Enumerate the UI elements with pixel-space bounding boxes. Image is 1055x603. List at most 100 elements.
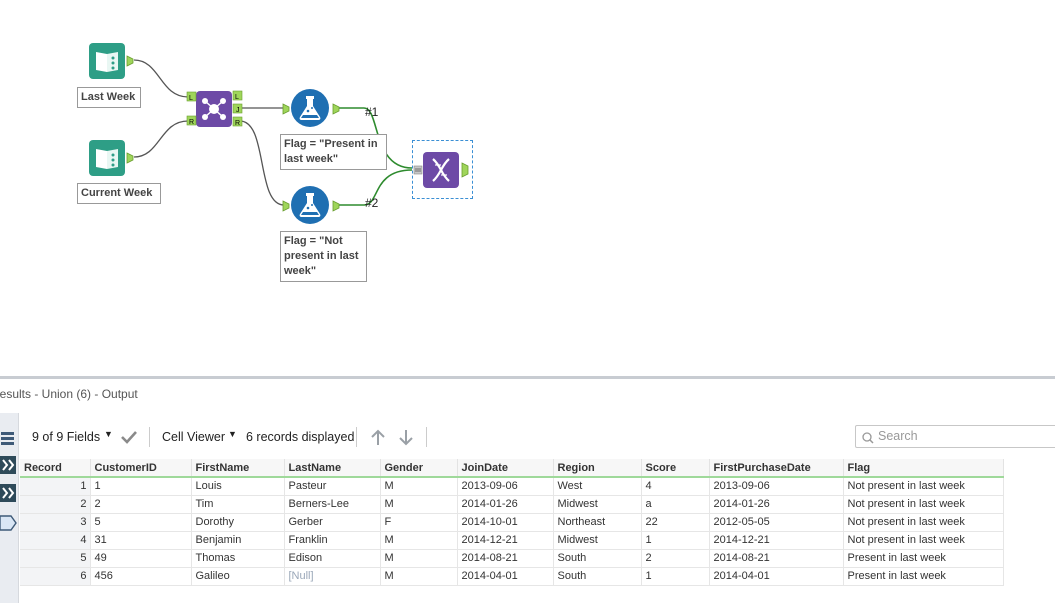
table-cell[interactable]: 4 [641,477,710,496]
table-cell[interactable]: M [380,477,458,496]
record-number[interactable]: 3 [20,513,91,532]
table-cell[interactable]: Berners-Lee [284,495,381,514]
column-header[interactable]: FirstPurchaseDate [709,459,844,478]
record-number[interactable]: 5 [20,549,91,568]
table-cell[interactable]: M [380,495,458,514]
join-tool[interactable]: L R L J R [186,89,246,129]
table-cell[interactable]: South [553,567,642,586]
table-cell[interactable]: Midwest [553,531,642,550]
table-cell[interactable]: M [380,549,458,568]
table-cell[interactable]: Present in last week [843,567,1004,586]
table-cell[interactable]: Gerber [284,513,381,532]
connection-join-formula2[interactable] [239,120,285,206]
connection-lastweek-join[interactable] [133,59,189,98]
column-header[interactable]: FirstName [191,459,285,478]
viewer-dropdown-icon[interactable]: ▼ [228,429,237,439]
table-cell[interactable]: M [380,531,458,550]
fields-dropdown-icon[interactable]: ▼ [104,429,113,439]
table-cell[interactable]: 49 [90,549,192,568]
table-cell[interactable]: Present in last week [843,549,1004,568]
record-number[interactable]: 1 [20,477,91,496]
table-cell[interactable]: 2014-12-21 [457,531,554,550]
table-cell[interactable]: 2014-01-26 [709,495,844,514]
table-cell[interactable]: [Null] [284,567,381,586]
table-cell[interactable]: 1 [641,567,710,586]
table-cell[interactable]: 1 [641,531,710,550]
formula-tool-1[interactable] [281,88,343,128]
table-cell[interactable]: 2014-01-26 [457,495,554,514]
cell-viewer-selector[interactable]: Cell Viewer [162,430,225,444]
table-cell[interactable]: Not present in last week [843,495,1004,514]
table-cell[interactable]: Midwest [553,495,642,514]
table-cell[interactable]: Louis [191,477,285,496]
table-cell[interactable]: 2014-08-21 [457,549,554,568]
table-cell[interactable]: Galileo [191,567,285,586]
fields-selector[interactable]: 9 of 9 Fields [32,430,101,444]
metadata-view-icon[interactable] [0,429,17,449]
table-cell[interactable]: Northeast [553,513,642,532]
record-number[interactable]: 2 [20,495,91,514]
union-tool[interactable] [412,140,473,199]
table-cell[interactable]: Pasteur [284,477,381,496]
table-cell[interactable]: M [380,567,458,586]
connection-currentweek-join[interactable] [133,120,189,158]
table-cell[interactable]: F [380,513,458,532]
workflow-canvas[interactable]: Last Week Current Week L R L J [0,0,1055,376]
formula-tool-2[interactable] [281,185,343,225]
table-cell[interactable]: Edison [284,549,381,568]
table-cell[interactable]: 22 [641,513,710,532]
table-cell[interactable]: 2014-08-21 [709,549,844,568]
table-cell[interactable]: 2012-05-05 [709,513,844,532]
connection-formula2-union[interactable] [338,169,413,206]
table-cell[interactable]: 2013-09-06 [709,477,844,496]
table-cell[interactable]: a [641,495,710,514]
table-cell[interactable]: Dorothy [191,513,285,532]
table-cell[interactable]: West [553,477,642,496]
arrow-up-icon[interactable] [369,429,387,446]
apply-check-icon[interactable] [120,430,138,444]
table-cell[interactable]: Tim [191,495,285,514]
search-input[interactable]: Search [855,425,1055,448]
table-cell[interactable]: Not present in last week [843,531,1004,550]
input-anchor-icon[interactable] [0,455,17,475]
table-cell[interactable]: Thomas [191,549,285,568]
table-cell[interactable]: 31 [90,531,192,550]
column-header[interactable]: JoinDate [457,459,554,478]
input-data-tool-last-week[interactable] [88,42,136,82]
tag-output-icon[interactable] [0,513,17,533]
table-cell[interactable]: South [553,549,642,568]
column-header[interactable]: Gender [380,459,458,478]
table-cell[interactable]: 2014-04-01 [709,567,844,586]
column-header[interactable]: Score [641,459,710,478]
column-header[interactable]: Flag [843,459,1004,478]
record-number[interactable]: 6 [20,567,91,586]
table-cell[interactable]: 456 [90,567,192,586]
table-cell[interactable]: 2014-12-21 [709,531,844,550]
table-cell[interactable]: Benjamin [191,531,285,550]
input-data-tool-current-week[interactable] [88,139,136,179]
column-header[interactable]: CustomerID [90,459,192,478]
table-cell[interactable]: 2014-04-01 [457,567,554,586]
table-cell[interactable]: 2013-09-06 [457,477,554,496]
column-header[interactable]: LastName [284,459,381,478]
table-cell[interactable]: Not present in last week [843,513,1004,532]
arrow-down-icon[interactable] [397,429,415,446]
table-cell[interactable]: 2 [90,495,192,514]
record-number[interactable]: 4 [20,531,91,550]
results-grid[interactable]: Record CustomerID FirstName LastName Gen… [20,459,1004,586]
output-anchor-icon[interactable] [0,483,17,503]
connection-formula1-union[interactable] [338,107,413,169]
table-cell[interactable]: Franklin [284,531,381,550]
column-header[interactable]: Region [553,459,642,478]
table-cell[interactable]: 2 [641,549,710,568]
table-cell[interactable]: 5 [90,513,192,532]
table-cell[interactable]: 1 [90,477,192,496]
table-cell[interactable]: 2014-10-01 [457,513,554,532]
column-header[interactable]: Record [20,459,91,478]
